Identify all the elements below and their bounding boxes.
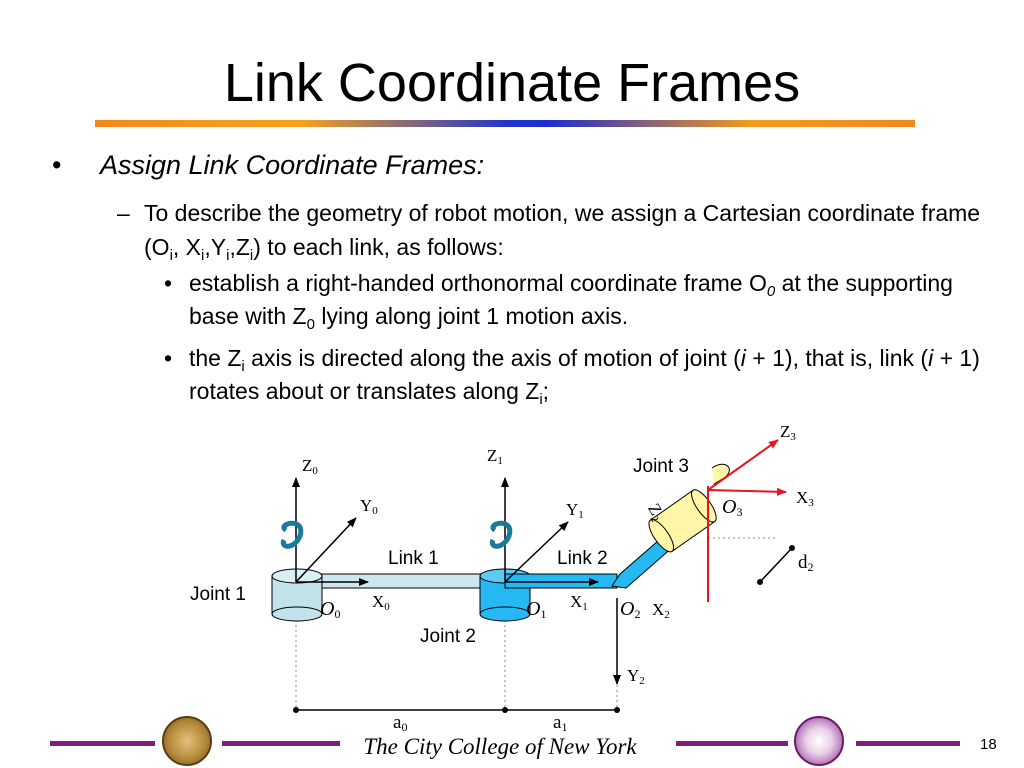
- bullet-level3-a-text: establish a right-handed orthonormal coo…: [189, 270, 953, 333]
- footer-rule-mid-left: [222, 741, 340, 746]
- x3-axis: [707, 487, 787, 496]
- label-o0: O0: [320, 598, 341, 621]
- bullet-dot: •: [52, 150, 62, 180]
- dim-dot: [502, 707, 508, 713]
- label-y1: Y1: [566, 500, 584, 521]
- label-z0: Z0: [302, 456, 318, 477]
- dash-marker: –: [117, 200, 130, 226]
- title-underline: [95, 120, 915, 127]
- label-x0: X0: [372, 592, 390, 613]
- label-z1: Z1: [487, 446, 503, 467]
- joint-1-cylinder: [271, 568, 323, 622]
- label-link-2: Link 2: [557, 548, 608, 569]
- label-y0: Y0: [360, 496, 378, 517]
- d2-line: [759, 547, 793, 583]
- bullet-level1: • Assign Link Coordinate Frames:: [52, 148, 485, 182]
- robotics-lab-logo: [794, 716, 844, 766]
- joint-3-cylinder: [648, 489, 717, 553]
- footer-rule-left: [50, 741, 155, 746]
- bullet-level1-text: Assign Link Coordinate Frames:: [100, 150, 485, 180]
- bullet-level3-b-text: the Zi axis is directed along the axis o…: [189, 345, 980, 408]
- dim-dot: [293, 707, 299, 713]
- joint-1-rotation-arrow: [280, 520, 304, 549]
- label-joint-3: Joint 3: [633, 456, 689, 477]
- label-x1: X1: [570, 592, 588, 613]
- bullet-level2-text: To describe the geometry of robot motion…: [144, 200, 981, 264]
- label-x2: X2: [652, 600, 670, 621]
- label-a0: a0: [393, 712, 408, 734]
- label-o3: O3: [722, 496, 743, 519]
- z3-axis: [707, 439, 779, 491]
- label-x3: X3: [796, 488, 814, 509]
- bullet-dot: •: [164, 345, 173, 371]
- y1-axis: [504, 521, 569, 583]
- joint-2-rotation-arrow: [489, 520, 513, 549]
- label-d2: d2: [798, 552, 814, 574]
- label-joint-2: Joint 2: [420, 626, 476, 647]
- bullet-dot: •: [164, 270, 173, 296]
- label-a1: a1: [553, 712, 568, 734]
- label-link-1: Link 1: [388, 548, 439, 569]
- dim-dot: [614, 707, 620, 713]
- page-number: 18: [980, 736, 997, 753]
- label-o1: O1: [526, 598, 547, 621]
- guide-lines: [295, 537, 775, 712]
- label-z3: Z3: [780, 422, 796, 443]
- y0-axis: [295, 517, 357, 583]
- link-1-bar: [295, 573, 507, 589]
- label-joint-1: Joint 1: [190, 584, 246, 605]
- label-y2: Y2: [627, 666, 645, 687]
- college-seal-logo: [162, 716, 212, 766]
- label-o2: O2: [620, 598, 641, 621]
- link-2-bar: [504, 573, 618, 589]
- footer-institution: The City College of New York: [363, 734, 637, 759]
- slide-title: Link Coordinate Frames: [223, 53, 801, 113]
- footer-rule-mid-right: [676, 741, 788, 746]
- footer-rule-right: [856, 741, 960, 746]
